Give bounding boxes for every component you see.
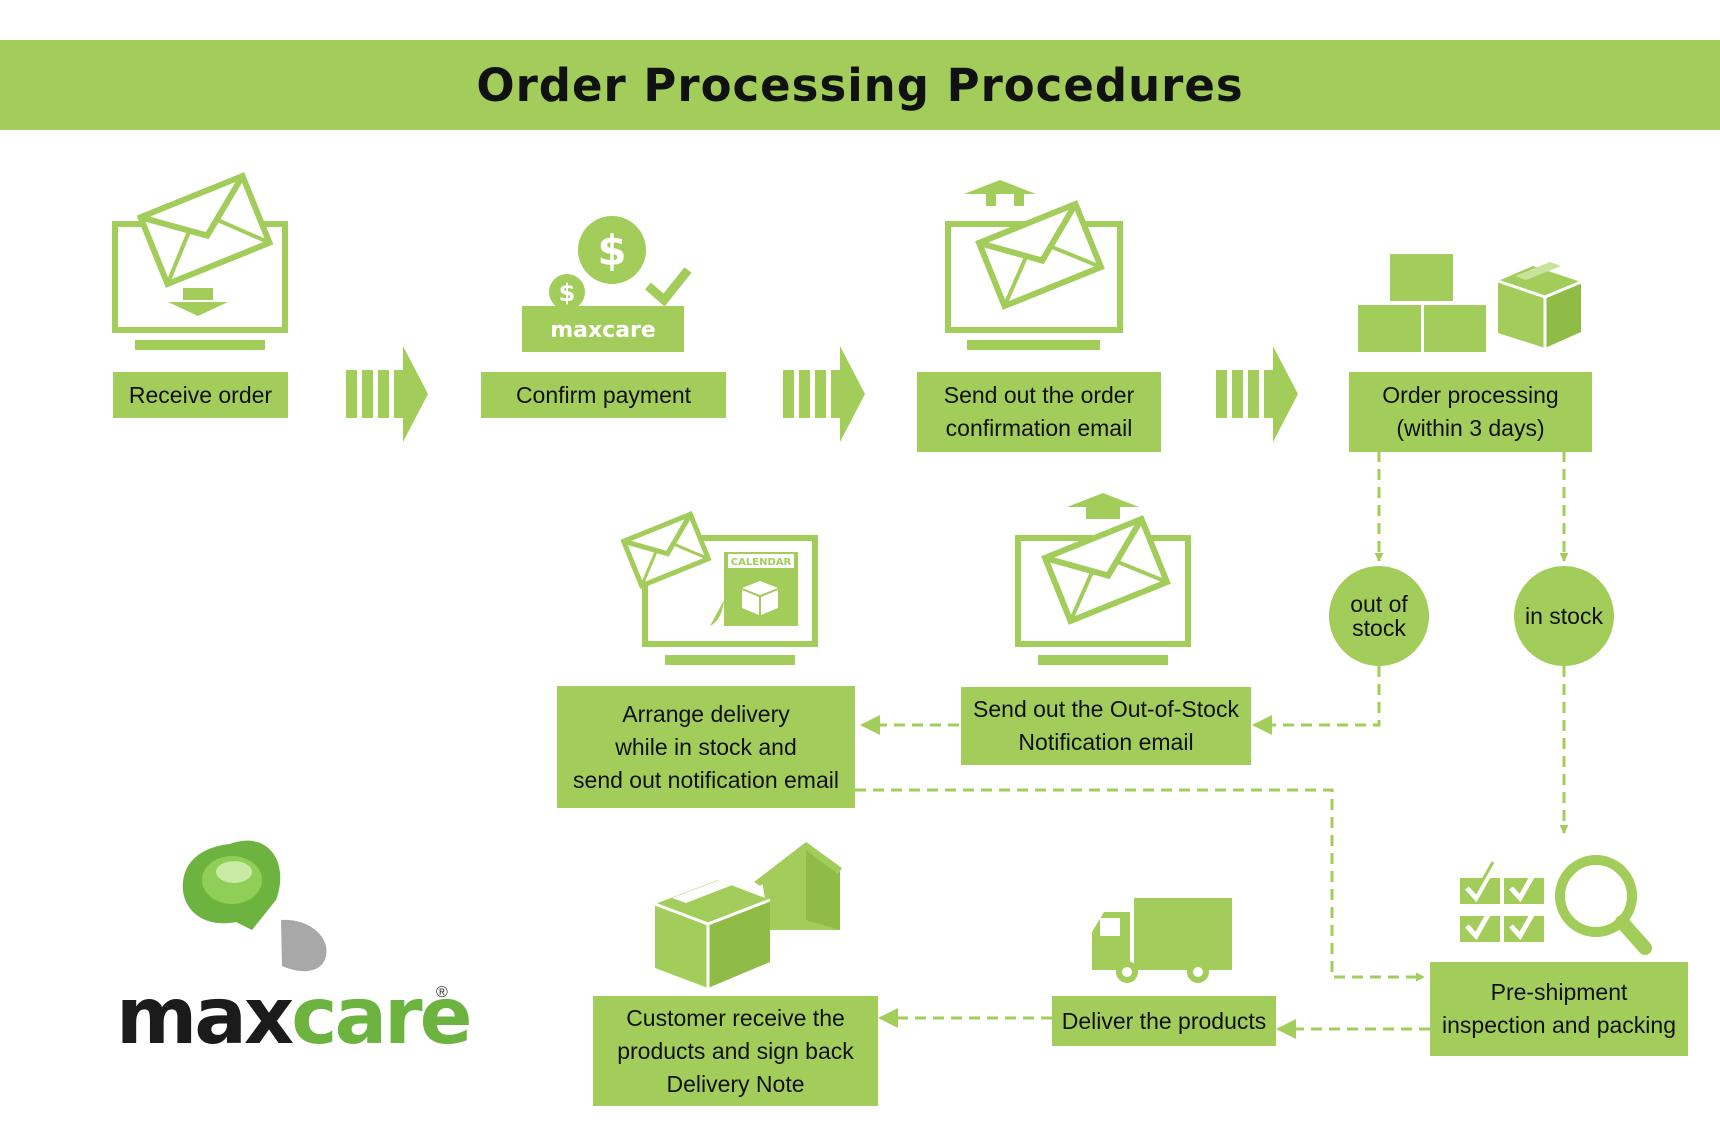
status-out-of-stock: out of stock <box>1329 566 1429 666</box>
step-deliver-products: Deliver the products <box>1052 996 1276 1046</box>
page-title: Order Processing Procedures <box>476 58 1244 112</box>
receive-mail-monitor-icon <box>112 172 288 350</box>
svg-text:$: $ <box>597 226 626 275</box>
block-arrow-2 <box>783 346 865 442</box>
maxcare-logo-symbol <box>182 840 327 972</box>
payment-dollar-icon: maxcare $ $ <box>522 216 692 352</box>
block-arrow-1 <box>346 346 428 442</box>
registered-mark: ® <box>436 984 448 1001</box>
inspection-magnifier-icon <box>1460 855 1652 955</box>
boxes-icon <box>1358 254 1582 352</box>
step-arrange-delivery: Arrange delivery while in stock and send… <box>557 686 855 808</box>
calendar-monitor-icon: CALENDAR <box>620 511 818 665</box>
step-receive-order: Receive order <box>113 372 288 418</box>
svg-text:CALENDAR: CALENDAR <box>731 557 792 568</box>
connector-out-of-stock-to-notification <box>1252 666 1381 735</box>
step-confirm-payment: Confirm payment <box>481 372 726 418</box>
connector-arrange-to-inspection <box>855 788 1425 982</box>
delivery-truck-icon <box>1092 898 1232 983</box>
svg-text:maxcare: maxcare <box>550 318 656 343</box>
step-pre-shipment-inspection: Pre-shipment inspection and packing <box>1430 962 1688 1056</box>
logo-word-care: care <box>291 972 472 1062</box>
status-in-stock: in stock <box>1514 566 1614 666</box>
step-out-of-stock-notification: Send out the Out-of-Stock Notification e… <box>961 687 1251 765</box>
svg-text:$: $ <box>559 279 576 307</box>
send-mail-monitor-icon <box>945 180 1123 350</box>
step-order-processing: Order processing (within 3 days) <box>1349 372 1592 452</box>
step-customer-receive: Customer receive the products and sign b… <box>593 996 878 1106</box>
package-house-icon <box>654 842 842 988</box>
logo-word-max: max <box>116 972 294 1062</box>
step-send-confirmation-email: Send out the order confirmation email <box>917 372 1161 452</box>
title-banner: Order Processing Procedures <box>0 40 1720 130</box>
maxcare-logo-wordmark: maxcare <box>116 978 472 1056</box>
block-arrow-3 <box>1216 346 1298 442</box>
notification-mail-monitor-icon <box>1015 493 1191 665</box>
